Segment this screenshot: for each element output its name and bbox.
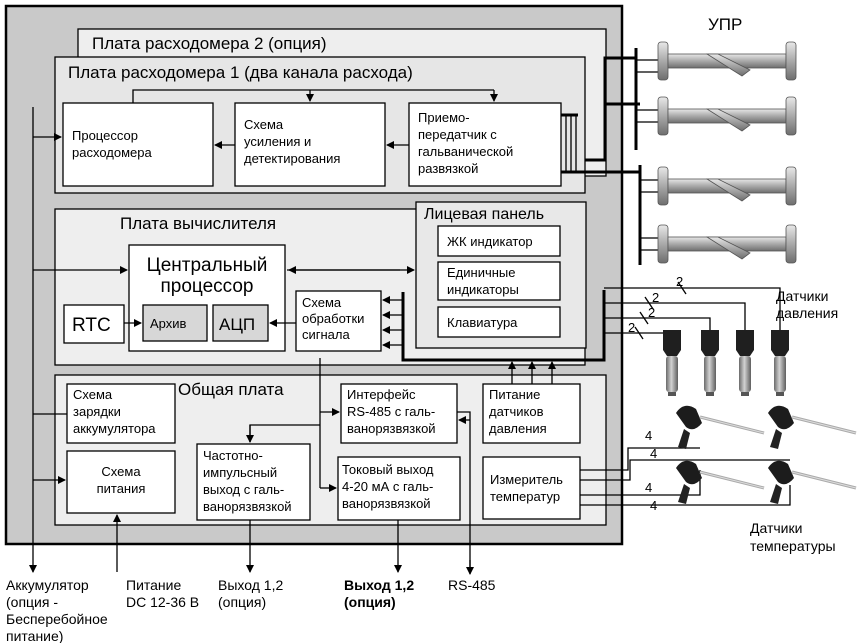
- flow-board-2-title: Плата расходомера 2 (опция): [92, 34, 327, 53]
- svg-text:ЖК индикатор: ЖК индикатор: [447, 234, 533, 249]
- flow-transducers: [657, 41, 797, 264]
- wire-mark-p3: 2: [648, 305, 655, 320]
- pressure-sensor-4: [771, 330, 789, 396]
- temperature-sensor-2: [766, 404, 858, 451]
- pipe-2: [657, 96, 797, 136]
- pressure-sensors-label: Датчики давления: [776, 288, 838, 321]
- wire-mark-p4: 2: [628, 320, 635, 335]
- temperature-sensor-3: [674, 459, 766, 506]
- wire-mark-t4: 4: [650, 498, 657, 513]
- wire-mark-p1: 2: [676, 274, 683, 289]
- pipe-4: [657, 224, 797, 264]
- wire-mark-t3: 4: [645, 480, 652, 495]
- temperature-sensor-1: [674, 404, 766, 451]
- output-2-label: Выход 1,2 (опция): [344, 577, 418, 610]
- temperature-sensors: [674, 404, 858, 506]
- common-board-title: Общая плата: [178, 380, 284, 399]
- temperature-sensor-4: [766, 459, 858, 506]
- pipe-1: [657, 41, 797, 81]
- block-archive: Архив: [142, 304, 208, 342]
- wire-mark-t2: 4: [650, 446, 657, 461]
- pressure-sensors: [663, 330, 789, 396]
- supply-label: Питание DC 12-36 В: [126, 577, 199, 610]
- temperature-sensors-label: Датчики температуры: [750, 520, 836, 554]
- block-adc: АЦП: [212, 304, 269, 342]
- rs485-label: RS-485: [448, 577, 496, 593]
- pressure-sensor-2: [701, 330, 719, 396]
- pressure-sensor-3: [736, 330, 754, 396]
- battery-label: Аккумулятор (опция - Бесперебойное питан…: [6, 577, 112, 643]
- upr-label: УПР: [708, 15, 742, 34]
- temperature-wiring: 4 4 4 4: [580, 428, 791, 513]
- block-rtc: RTC: [63, 304, 125, 344]
- svg-text:Клавиатура: Клавиатура: [447, 315, 518, 330]
- pressure-sensor-1: [663, 330, 681, 396]
- svg-text:Архив: Архив: [150, 316, 187, 331]
- svg-text:RTC: RTC: [72, 315, 111, 336]
- front-panel-title: Лицевая панель: [424, 206, 544, 223]
- block-lcd: ЖК индикатор: [437, 225, 561, 257]
- flow-board-1-title: Плата расходомера 1 (два канала расхода): [68, 63, 413, 82]
- pipe-3: [657, 166, 797, 206]
- output-1-label: Выход 1,2 (опция): [218, 577, 287, 610]
- wire-mark-t1: 4: [645, 428, 652, 443]
- pressure-wiring: 2 2 2 2: [604, 274, 781, 340]
- internal-wires: [29, 48, 660, 575]
- block-keyboard: Клавиатура: [437, 306, 561, 338]
- svg-text:АЦП: АЦП: [219, 315, 255, 334]
- wire-mark-p2: 2: [652, 290, 659, 305]
- calculator-board-title: Плата вычислителя: [120, 214, 276, 233]
